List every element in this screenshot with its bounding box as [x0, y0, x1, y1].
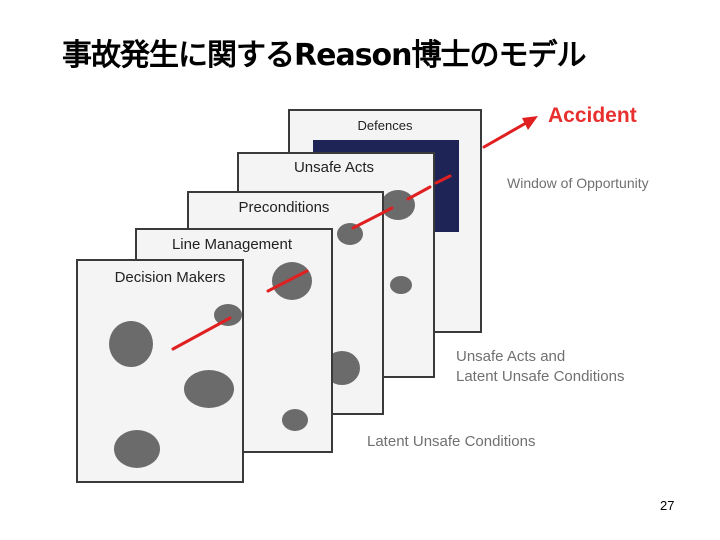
layer-decision-makers: Decision Makers: [76, 259, 244, 483]
hole: [337, 223, 363, 245]
layer-decision-makers-label: Decision Makers: [115, 269, 226, 286]
latent-unsafe-conditions-label: Latent Unsafe Conditions: [367, 433, 535, 450]
trajectory-arrowhead-icon: [522, 116, 538, 130]
window-of-opportunity-label: Window of Opportunity: [507, 175, 649, 191]
hole: [109, 321, 153, 367]
hole: [381, 190, 415, 220]
unsafe-acts-latent-label-line2: Latent Unsafe Conditions: [456, 368, 624, 385]
layer-unsafe-acts-label: Unsafe Acts: [294, 159, 374, 176]
layer-preconditions-label: Preconditions: [239, 199, 330, 216]
layer-defences-label: Defences: [358, 118, 413, 133]
page-number: 27: [660, 498, 675, 513]
hole: [272, 262, 312, 300]
hole: [114, 430, 160, 468]
hole: [214, 304, 242, 326]
accident-trajectory: [171, 121, 528, 351]
slide-title: 事故発生に関するReason博士のモデル: [62, 38, 587, 73]
hole: [282, 409, 308, 431]
accident-label: Accident: [548, 104, 637, 127]
layer-line-management-label: Line Management: [172, 236, 293, 253]
hole: [184, 370, 234, 408]
unsafe-acts-latent-label-line1: Unsafe Acts and: [456, 348, 565, 365]
hole: [390, 276, 412, 294]
